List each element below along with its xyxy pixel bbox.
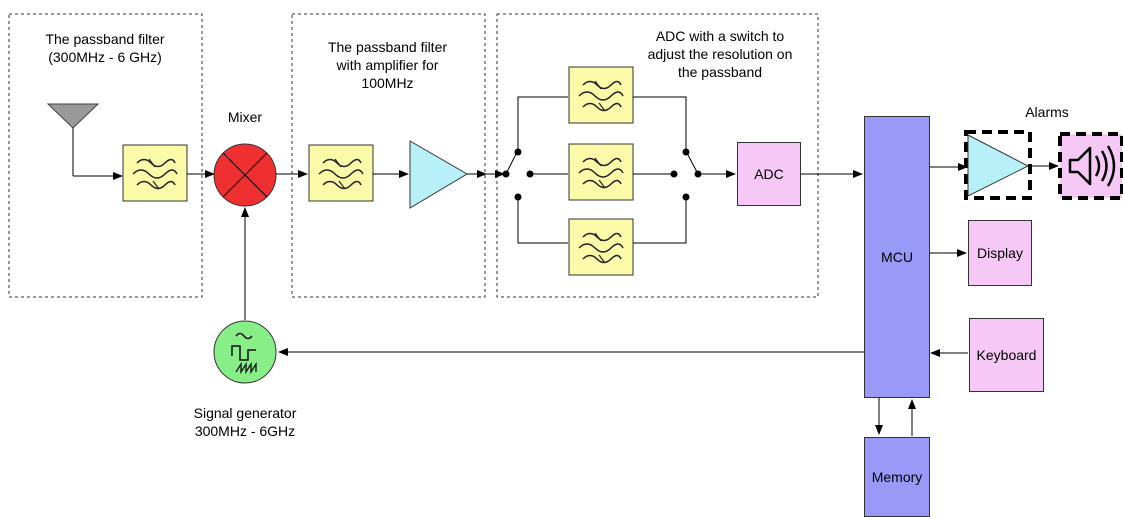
label-line: Signal generator bbox=[193, 405, 297, 421]
signal-generator-icon bbox=[213, 320, 277, 384]
keyboard-block: Keyboard bbox=[969, 318, 1044, 392]
mixer-label: Mixer bbox=[227, 109, 263, 125]
title-line: adjust the resolution on bbox=[647, 46, 793, 62]
bandpass-filter-icon bbox=[568, 143, 634, 201]
title-line: (300MHz - 6 GHz) bbox=[48, 49, 162, 65]
speaker-icon bbox=[1068, 145, 1116, 187]
display-block: Display bbox=[968, 220, 1032, 286]
bandpass-filter-icon bbox=[568, 218, 634, 276]
signal-generator-label: Signal generator 300MHz - 6GHz bbox=[170, 404, 320, 440]
adc-block: ADC bbox=[737, 142, 801, 206]
amplifier-icon bbox=[409, 140, 468, 209]
title-line: The passband filter bbox=[327, 39, 448, 55]
group-box-filter-amplifier bbox=[291, 13, 486, 298]
alarm-dashed-border bbox=[964, 130, 1032, 200]
group-title-passband-filter: The passband filter (300MHz - 6 GHz) bbox=[20, 30, 190, 66]
alarms-label: Alarms bbox=[1025, 104, 1069, 120]
group-box-passband-filter bbox=[8, 13, 203, 298]
group-box-adc-switch bbox=[496, 13, 819, 298]
title-line: with amplifier for bbox=[336, 57, 439, 73]
bandpass-filter-icon bbox=[308, 144, 374, 202]
title-line: 100MHz bbox=[361, 75, 414, 91]
title-line: The passband filter bbox=[45, 31, 165, 47]
amplifier-icon bbox=[967, 134, 1030, 197]
group-title-filter-amplifier: The passband filter with amplifier for 1… bbox=[300, 38, 475, 92]
antenna-icon bbox=[46, 103, 100, 176]
title-line: the passband bbox=[677, 64, 763, 80]
bandpass-filter-icon bbox=[122, 144, 188, 202]
switch-icon bbox=[670, 148, 702, 201]
title-line: ADC with a switch to bbox=[655, 28, 785, 44]
label-line: 300MHz - 6GHz bbox=[194, 423, 296, 439]
memory-block: Memory bbox=[864, 437, 930, 517]
mcu-block: MCU bbox=[864, 116, 930, 398]
mixer-icon bbox=[213, 143, 277, 207]
group-title-adc-switch: ADC with a switch to adjust the resoluti… bbox=[620, 27, 820, 81]
switch-icon bbox=[502, 148, 534, 201]
